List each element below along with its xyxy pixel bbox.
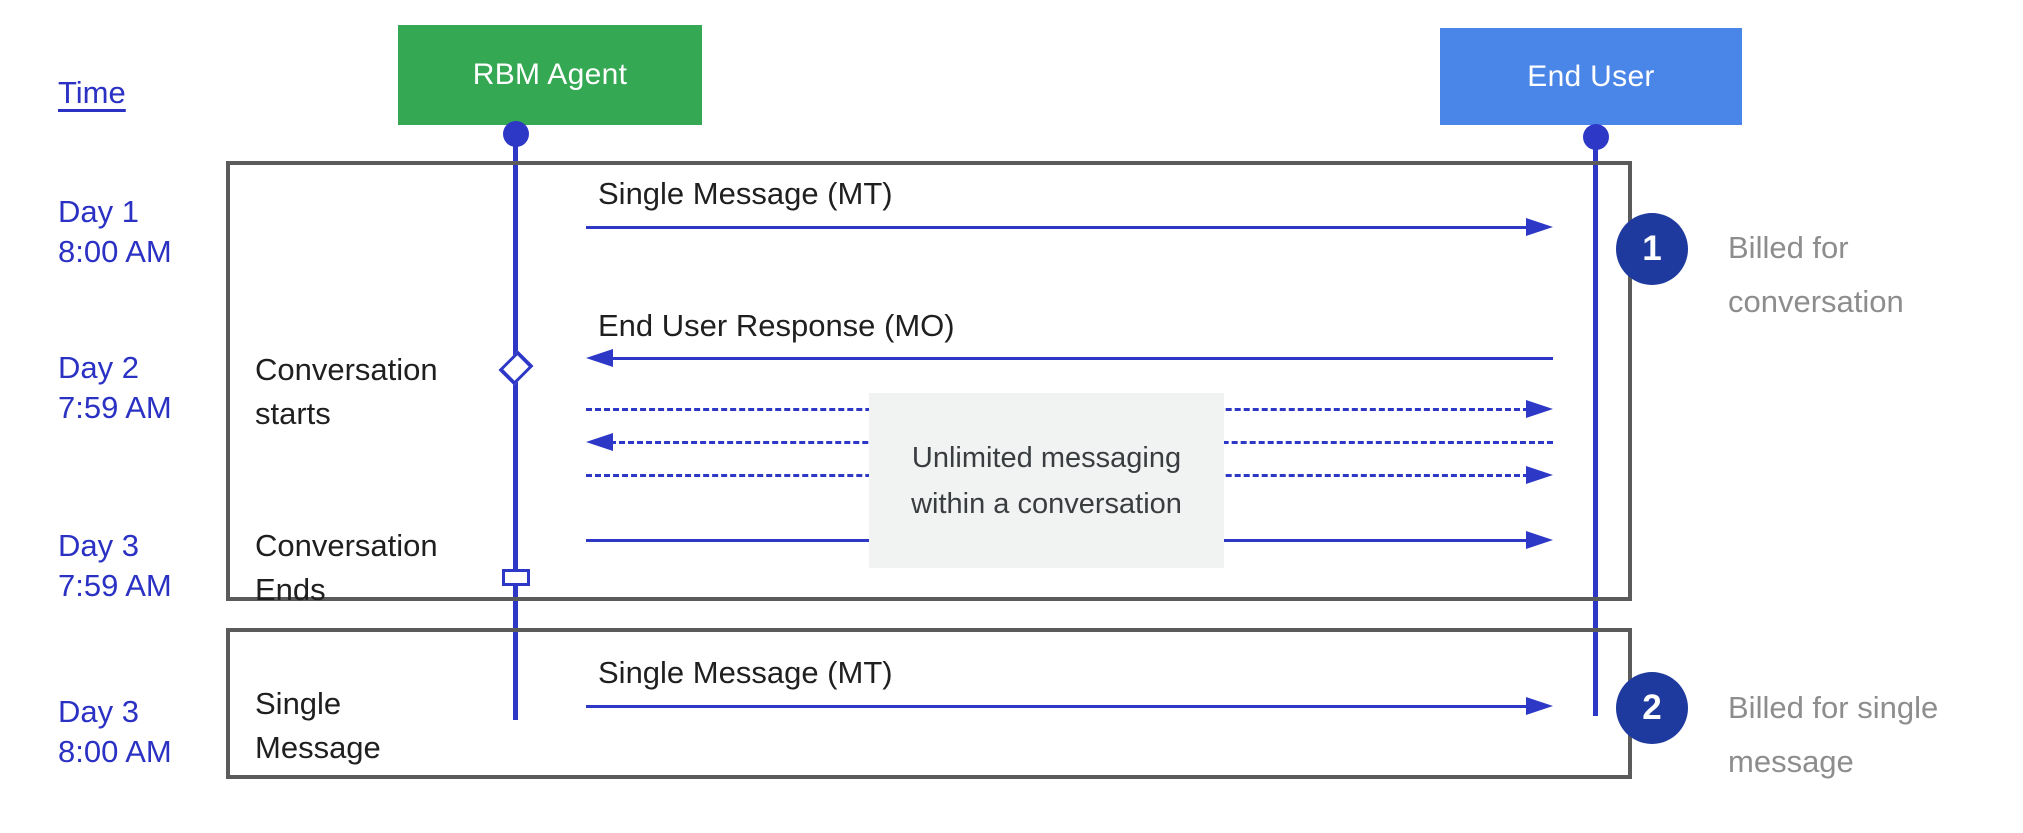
time-label-1-day: Day 1 (58, 194, 139, 229)
time-label-1-clock: 8:00 AM (58, 234, 172, 269)
stage-label-line1: Conversation (255, 352, 438, 387)
message-7-solid-right-line (586, 705, 1529, 708)
actor-rbm-agent: RBM Agent (398, 25, 702, 125)
message-1-solid-right-line (586, 226, 1529, 229)
badge-2-circle: 2 (1616, 672, 1688, 744)
stage-label-line2: Message (255, 730, 381, 765)
badge-1-circle: 1 (1616, 213, 1688, 285)
message-7-solid-right-arrowhead (1526, 697, 1553, 715)
message-2-solid-left-arrowhead (586, 349, 613, 367)
message-7-solid-right-label: Single Message (MT) (598, 655, 893, 690)
time-label-2-day: Day 2 (58, 350, 139, 385)
stage-label-line2: starts (255, 396, 331, 431)
stage-label-line2: Ends (255, 572, 326, 607)
stage-label-line1: Conversation (255, 528, 438, 563)
time-label-3-day: Day 3 (58, 528, 139, 563)
message-3-dashed-right-arrowhead (1526, 400, 1553, 418)
badge-1-label-line1: Billed for (1728, 230, 1849, 265)
unlimited-messaging-note: Unlimited messaging within a conversatio… (869, 393, 1224, 568)
time-label-2: Day 2 7:59 AM (58, 348, 172, 428)
stage-label-line1: Single (255, 686, 342, 721)
lifeline-end-user-dot (1583, 124, 1609, 150)
actor-rbm-agent-label: RBM Agent (472, 58, 628, 91)
lifeline-rbm-agent (513, 125, 518, 720)
message-5-dashed-right-arrowhead (1526, 466, 1553, 484)
time-label-3-clock: 7:59 AM (58, 568, 172, 603)
time-label-4-day: Day 3 (58, 694, 139, 729)
time-label-4: Day 3 8:00 AM (58, 692, 172, 772)
time-label-4-clock: 8:00 AM (58, 734, 172, 769)
message-2-solid-left-line (610, 357, 1553, 360)
lifeline-rbm-agent-dot (503, 121, 529, 147)
badge-2-label: Billed for single message (1728, 681, 1938, 789)
unlimited-messaging-note-line1: Unlimited messaging (911, 441, 1182, 474)
actor-end-user-label: End User (1527, 59, 1655, 93)
message-4-dashed-left-arrowhead (586, 433, 613, 451)
badge-1-label: Billed for conversation (1728, 221, 1904, 329)
badge-1-label-line2: conversation (1728, 284, 1904, 319)
unlimited-messaging-note-line2: within a conversation (911, 487, 1182, 520)
actor-end-user: End User (1440, 28, 1742, 125)
badge-2-label-line1: Billed for single (1728, 690, 1939, 725)
marker-conversation-start (498, 350, 534, 386)
marker-conversation-end (502, 569, 530, 586)
time-label-1: Day 1 8:00 AM (58, 192, 172, 272)
lifeline-end-user (1593, 127, 1598, 716)
time-label-2-clock: 7:59 AM (58, 390, 172, 425)
badge-2-label-line2: message (1728, 744, 1854, 779)
message-1-solid-right-label: Single Message (MT) (598, 176, 893, 211)
time-label-3: Day 3 7:59 AM (58, 526, 172, 606)
time-axis-label: Time (58, 75, 126, 110)
stage-label-conversation-starts: Conversation starts (255, 348, 438, 436)
phase-box-single-message (226, 628, 1632, 779)
message-1-solid-right-arrowhead (1526, 218, 1553, 236)
message-2-solid-left-label: End User Response (MO) (598, 308, 955, 343)
message-6-solid-right-arrowhead (1526, 531, 1553, 549)
